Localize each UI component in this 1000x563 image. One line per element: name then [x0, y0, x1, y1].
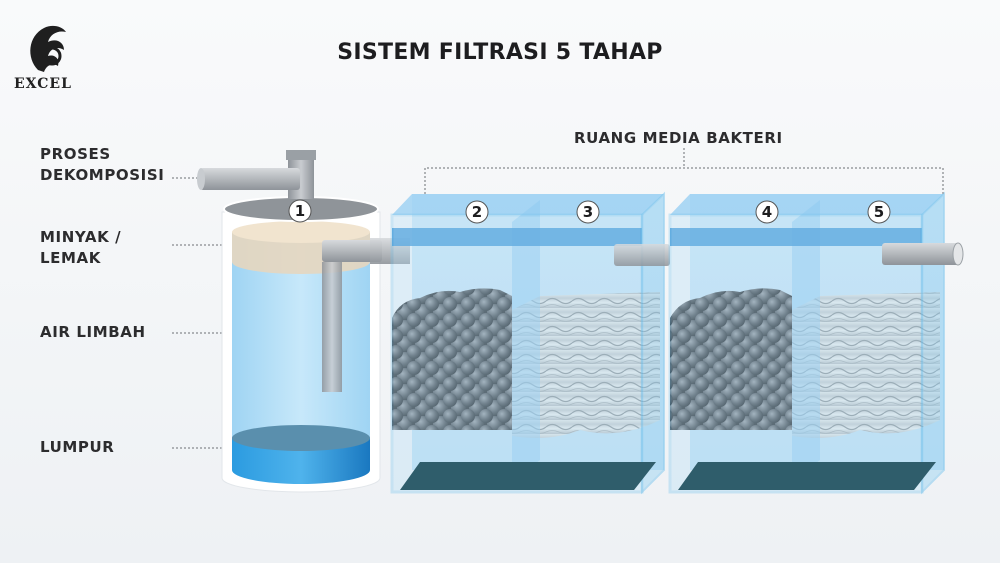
label-minyak-line1: MINYAK / [40, 228, 122, 246]
label-lumpur: LUMPUR [40, 438, 115, 456]
label-proses-dekomposisi: PROSES DEKOMPOSISI [40, 144, 164, 186]
stage-number-1: 1 [295, 202, 305, 220]
stage-number-3: 3 [583, 203, 593, 221]
label-proses-line2: DEKOMPOSISI [40, 166, 165, 184]
tank-1-cylinder [197, 150, 410, 493]
page-title: SISTEM FILTRASI 5 TAHAP [337, 40, 663, 65]
stage-badge-4 [755, 200, 779, 224]
brand-name: EXCEL [14, 76, 72, 92]
stage-badge-5 [867, 200, 891, 224]
stage-number-4: 4 [762, 203, 772, 221]
label-ruang-media-bakteri: RUANG MEDIA BAKTERI [574, 129, 783, 147]
label-minyak-lemak: MINYAK / LEMAK [40, 227, 121, 269]
stage-badge-3 [576, 200, 600, 224]
label-air-limbah: AIR LIMBAH [40, 323, 146, 341]
stage-badge-1 [288, 199, 312, 223]
label-minyak-line2: LEMAK [40, 249, 101, 267]
tank-box-a [390, 191, 670, 495]
stage-number-2: 2 [472, 203, 482, 221]
excel-logo-icon [30, 25, 66, 72]
stage-number-5: 5 [874, 203, 884, 221]
tank-box-b [668, 191, 964, 495]
label-proses-line1: PROSES [40, 145, 111, 163]
stage-badge-2 [465, 200, 489, 224]
